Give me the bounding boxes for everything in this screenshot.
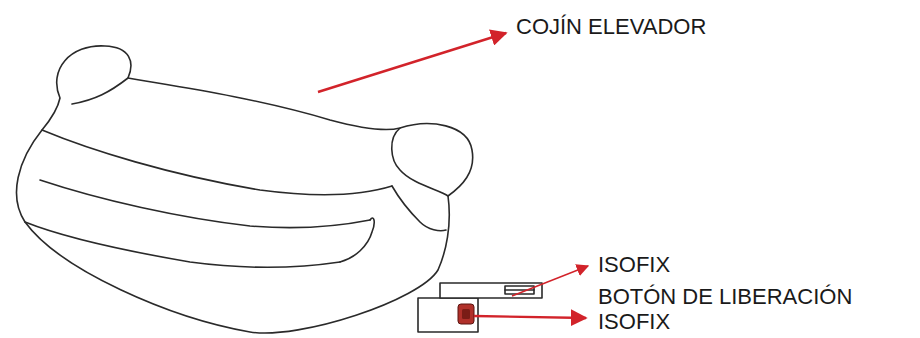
leader-arrow (318, 33, 506, 92)
part-label: COJÍN ELEVADOR (516, 14, 816, 39)
part-label: ISOFIX (598, 252, 798, 277)
release-button (458, 304, 474, 324)
release-button (462, 309, 470, 319)
leader-arrow (474, 316, 586, 318)
cushion-outline (17, 46, 542, 333)
leader-arrow (512, 266, 588, 296)
part-label: BOTÓN DE LIBERACIÓN ISOFIX (598, 284, 860, 334)
